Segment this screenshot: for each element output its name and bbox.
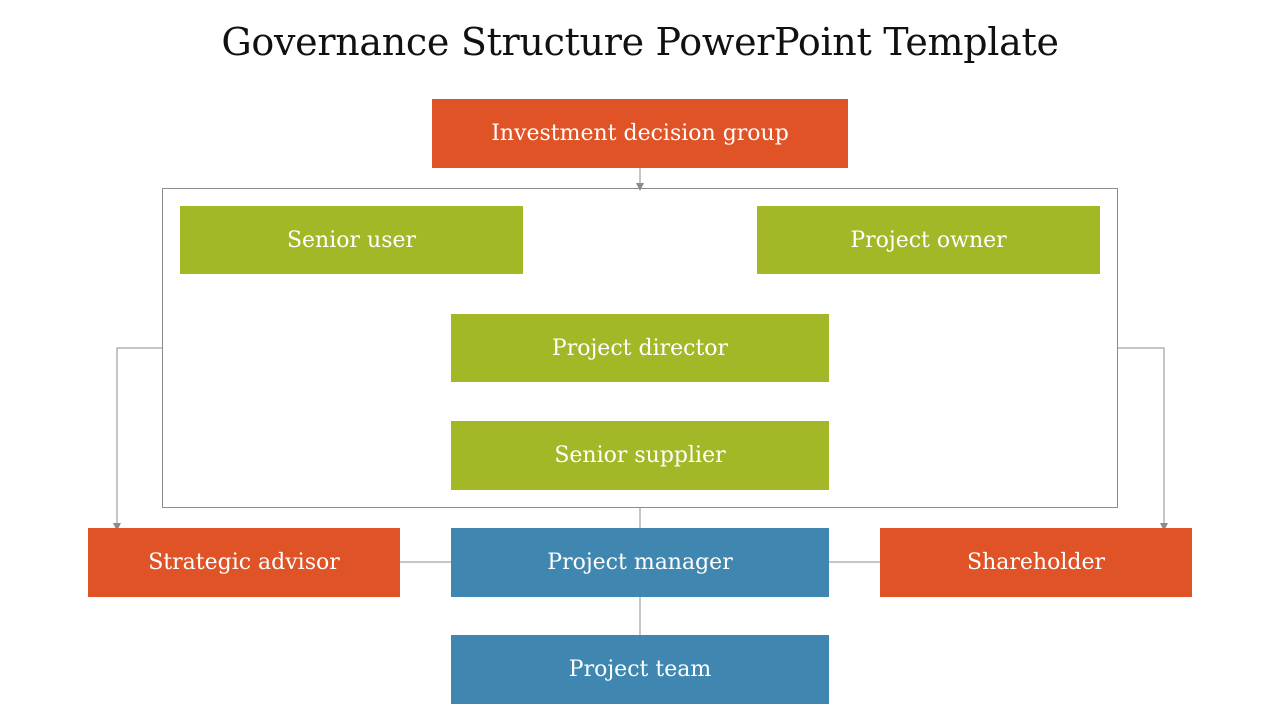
node-project-director: Project director — [451, 314, 829, 382]
node-senior-user: Senior user — [180, 206, 523, 274]
node-shareholder: Shareholder — [880, 528, 1192, 597]
node-project-manager: Project manager — [451, 528, 829, 597]
node-label: Project team — [568, 657, 712, 682]
node-label: Project manager — [547, 550, 733, 575]
node-strategic-advisor: Strategic advisor — [88, 528, 400, 597]
node-label: Strategic advisor — [148, 550, 340, 575]
slide-title: Governance Structure PowerPoint Template — [221, 20, 1059, 64]
node-label: Senior user — [286, 227, 417, 253]
connector-board-to-shareholder — [1118, 347, 1168, 531]
node-project-owner: Project owner — [757, 206, 1100, 274]
node-label: Project owner — [850, 227, 1007, 253]
node-label: Project director — [551, 335, 729, 361]
node-project-team: Project team — [451, 635, 829, 704]
node-label: Shareholder — [967, 550, 1105, 575]
connector-board-to-strategic-advisor — [113, 347, 162, 531]
node-label: Senior supplier — [554, 443, 726, 468]
node-investment-decision-group: Investment decision group — [432, 99, 848, 168]
node-senior-supplier: Senior supplier — [451, 421, 829, 490]
node-label: Investment decision group — [491, 121, 789, 146]
